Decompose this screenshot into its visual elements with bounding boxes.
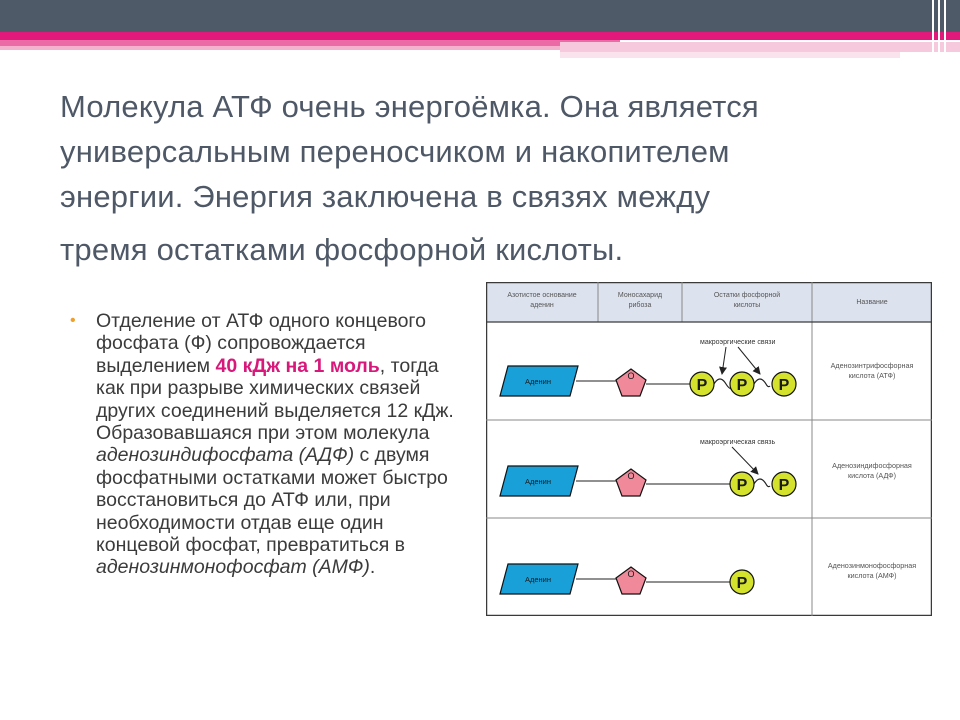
header-sugar-line-1: Моносахарид xyxy=(618,292,662,299)
top-light-band xyxy=(0,46,560,50)
ribose-shape xyxy=(615,368,647,397)
decorative-vertical-lines xyxy=(928,0,952,60)
header-base-line-1: Азотистое основание xyxy=(507,292,576,299)
name-adp-line-1: Аденозиндифосфорная xyxy=(832,461,912,470)
adenine-label: Аденин xyxy=(525,575,551,584)
diagram-header-bg xyxy=(486,282,932,322)
header-sugar-line-2: рибоза xyxy=(629,301,652,309)
top-pink-band-secondary xyxy=(0,40,620,46)
phosphate-1 xyxy=(729,569,755,595)
bullet-item: • Отделение от АТФ одного концевого фосф… xyxy=(70,310,460,579)
header-phos-line-2: кислоты xyxy=(734,302,761,309)
high-energy-bond-2 xyxy=(753,378,771,388)
bullet-dot-icon: • xyxy=(70,312,76,329)
title-line-1: Молекула АТФ очень энергоёмка. Она являе… xyxy=(60,89,759,124)
svg-text:P: P xyxy=(779,377,790,394)
bullet-highlight: 40 кДж на 1 моль xyxy=(215,354,380,377)
phosphate-3 xyxy=(771,371,797,397)
title-line-2: универсальным переносчиком и накопителем xyxy=(60,134,730,169)
bullet-italic-adp: аденозиндифосфата (АДФ) xyxy=(96,444,355,467)
name-atp-line-2: кислота (АТФ) xyxy=(849,371,896,380)
name-amp-line-1: Аденозинмонофосфорная xyxy=(828,561,916,570)
high-energy-bond xyxy=(753,478,771,488)
header-phos-line-1: Остатки фосфорной xyxy=(714,291,780,299)
row-atp: Аденин O P P P макроэргические связи Аде… xyxy=(499,339,914,397)
bond-label-atp: макроэргические связи xyxy=(700,339,775,346)
atp-diagram: Азотистое основание аденин Моносахарид р… xyxy=(486,282,932,616)
adenine-label: Аденин xyxy=(525,377,551,386)
bond-label-adp: макроэргическая связь xyxy=(700,439,776,446)
atp-diagram-svg: Азотистое основание аденин Моносахарид р… xyxy=(486,282,932,616)
adenine-shape xyxy=(499,365,579,397)
svg-text:P: P xyxy=(779,477,790,494)
header-name: Название xyxy=(856,299,887,306)
bullet-part-1: Отделение от АТФ одного концевого фосфат… xyxy=(96,310,426,377)
bullet-part-3: с двумя фосфатными остатками может быстр… xyxy=(96,444,448,557)
diagram-border xyxy=(486,282,932,616)
ribose-oxygen-label: O xyxy=(627,471,634,481)
name-atp-line-1: Аденозинтрифосфорная xyxy=(831,361,914,370)
name-adp-line-2: кислота (АДФ) xyxy=(848,471,896,480)
ribose-oxygen-label: O xyxy=(627,569,634,579)
row-amp: Аденин O P Аденозинмонофосфорная кислота… xyxy=(499,561,916,595)
adenine-label: Аденин xyxy=(525,477,551,486)
top-dark-band xyxy=(0,0,960,32)
adenine-shape xyxy=(499,563,579,595)
row-adp: Аденин O P P макроэргическая связь Адено… xyxy=(499,439,912,497)
title-line-4: тремя остатками фосфорной кислоты. xyxy=(60,232,624,267)
svg-text:P: P xyxy=(737,575,748,592)
title-line-3: энергии. Энергия заключена в связях межд… xyxy=(60,179,711,214)
header-base-line-2: аденин xyxy=(530,302,554,309)
bullet-italic-amp: аденозинмонофосфат (АМФ) xyxy=(96,556,370,579)
bullet-part-2: , тогда как при разрыве химических связе… xyxy=(96,354,454,445)
ribose-shape xyxy=(615,566,647,595)
slide-title: Молекула АТФ очень энергоёмка. Она являе… xyxy=(60,84,910,272)
top-pink-band xyxy=(0,32,960,40)
ribose-oxygen-label: O xyxy=(627,371,634,381)
top-light-band-right-2 xyxy=(560,52,900,58)
phosphate-2 xyxy=(771,471,797,497)
svg-text:P: P xyxy=(737,377,748,394)
svg-text:P: P xyxy=(737,477,748,494)
bullet-part-4: . xyxy=(369,556,376,579)
bullet-text: Отделение от АТФ одного концевого фосфат… xyxy=(96,310,460,579)
svg-text:P: P xyxy=(697,377,708,394)
name-amp-line-2: кислота (АМФ) xyxy=(847,571,896,580)
ribose-shape xyxy=(615,468,647,497)
adenine-shape xyxy=(499,465,579,497)
top-light-band-right xyxy=(560,42,960,52)
